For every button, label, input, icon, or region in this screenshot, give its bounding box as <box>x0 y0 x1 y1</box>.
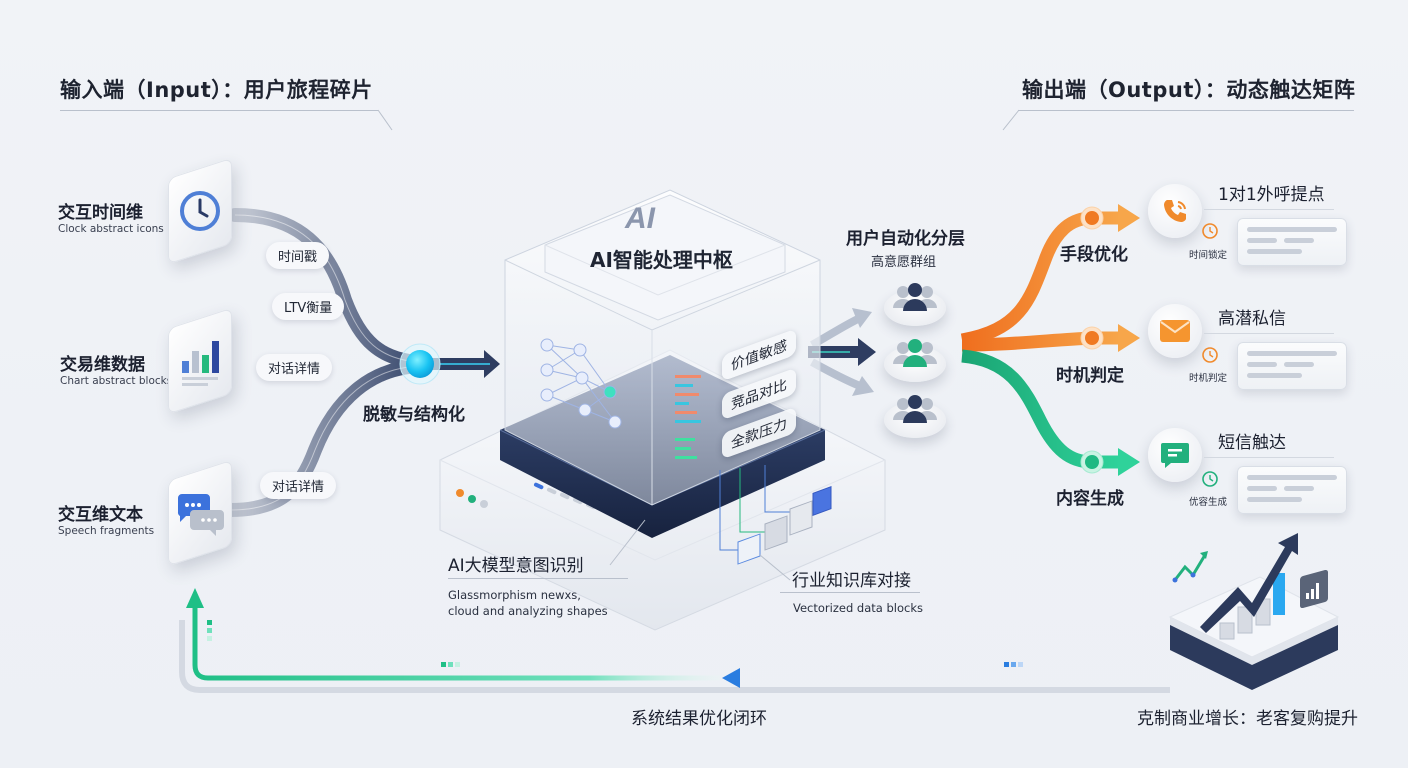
flow-path-time <box>228 208 427 369</box>
loop-track <box>179 620 1170 693</box>
neural-network-icon <box>540 338 622 429</box>
clock-icon <box>1202 471 1218 487</box>
mini-trend-icon <box>1173 554 1207 581</box>
output-tag-call: 时间锁定 <box>1189 250 1228 261</box>
branch-content <box>961 349 1120 469</box>
output-card-call <box>1237 218 1347 266</box>
pill-timestamp: 时间戳 <box>266 242 330 269</box>
pill-dialog-detail: 对话详情 <box>256 354 333 381</box>
output-underline <box>1204 457 1334 458</box>
output-title-dm: 高潜私信 <box>1218 309 1286 329</box>
users-icon <box>893 395 937 423</box>
input-dimension-time: 交互时间维 Clock abstract icons <box>58 198 164 235</box>
output-card-sms <box>1237 466 1347 514</box>
kb-subtitle: Vectorized data blocks <box>793 601 923 615</box>
clock-tile <box>168 157 232 265</box>
users-icon-highlight <box>893 339 937 367</box>
branch-means <box>960 211 1120 347</box>
speech-tile <box>168 459 232 567</box>
loop-green <box>192 605 720 681</box>
output-header: 输出端（Output）：动态触达矩阵 <box>1022 78 1356 102</box>
output-card-dm <box>1237 342 1347 390</box>
user-group-icons <box>893 283 937 423</box>
output-title-call: 1对1外呼提点 <box>1218 185 1325 205</box>
vector-data-blocks <box>719 465 832 565</box>
growth-arrow-icon <box>1200 533 1298 633</box>
intent-title: AI大模型意图识别 <box>448 556 584 576</box>
input-dimension-text: 交互维文本 Speech fragments <box>58 500 154 537</box>
loop-left-arrow <box>722 668 740 688</box>
branch-label-content: 内容生成 <box>1056 489 1124 509</box>
kb-title: 行业知识库对接 <box>792 571 911 591</box>
message-icon <box>1161 443 1189 468</box>
output-underline <box>1204 209 1334 210</box>
output-phone-badge <box>1148 184 1202 238</box>
dimension-subtitle: Speech fragments <box>58 525 155 537</box>
kb-underline <box>780 592 920 593</box>
output-sms-badge <box>1148 428 1202 482</box>
input-header-underline <box>60 110 378 111</box>
ai-core-title: AI智能处理中枢 <box>590 248 733 272</box>
bar-chart-icon <box>182 341 219 386</box>
segmentation-title: 用户自动化分层 <box>846 229 965 249</box>
branch-label-means: 手段优化 <box>1060 245 1128 265</box>
clock-icon <box>1202 347 1218 363</box>
input-header: 输入端（Input）：用户旅程碎片 <box>60 78 373 102</box>
clock-icon <box>180 191 220 231</box>
pill-dialog-detail-2: 对话详情 <box>260 472 337 499</box>
branch-label-timing: 时机判定 <box>1056 366 1124 386</box>
mini-bar-chart-icon <box>1306 583 1319 599</box>
chart-tile <box>168 307 232 415</box>
output-title-sms: 短信触达 <box>1218 433 1286 453</box>
output-header-underline <box>1018 110 1354 111</box>
pill-ltv: LTV衡量 <box>272 293 345 320</box>
loop-up-arrow <box>186 588 204 608</box>
intent-underline <box>448 578 628 579</box>
chat-bubbles-icon <box>177 494 224 536</box>
growth-label: 克制商业增长：老客复购提升 <box>1137 709 1358 729</box>
output-underline <box>1204 333 1334 334</box>
users-icon <box>893 283 937 311</box>
output-tag-sms: 优容生成 <box>1189 497 1228 508</box>
dimension-subtitle: Chart abstract blocks <box>60 375 173 387</box>
output-mail-badge <box>1148 304 1202 358</box>
output-tag-dm: 时机判定 <box>1189 373 1228 384</box>
output-header-leader <box>1002 109 1020 131</box>
code-lines <box>675 375 701 459</box>
growth-platform <box>1168 533 1340 690</box>
intent-subtitle-2: cloud and analyzing shapes <box>448 604 608 618</box>
dimension-subtitle: Clock abstract icons <box>58 223 164 235</box>
intent-subtitle-1: Glassmorphism newxs, <box>448 588 581 602</box>
segmentation-subtitle: 高意愿群组 <box>871 255 937 270</box>
mail-icon <box>1160 320 1190 342</box>
ai-logo: AI <box>624 202 656 235</box>
dimension-title: 交互维文本 <box>58 505 143 525</box>
clock-icon <box>1202 223 1218 239</box>
merge-label: 脱敏与结构化 <box>363 405 465 425</box>
dimension-title: 交易维数据 <box>60 355 145 375</box>
input-header-leader <box>377 109 393 131</box>
loop-label: 系统结果优化闭环 <box>631 709 767 729</box>
phone-icon <box>1164 200 1186 222</box>
dimension-title: 交互时间维 <box>58 203 143 223</box>
input-dimension-trade: 交易维数据 Chart abstract blocks <box>60 350 172 387</box>
